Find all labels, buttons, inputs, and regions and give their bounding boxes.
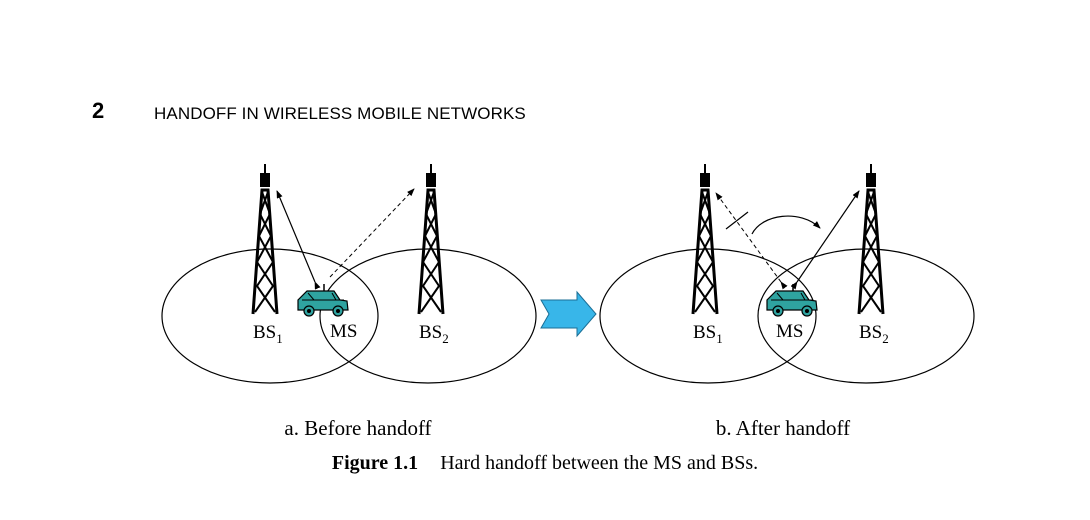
mobile-station-car-icon	[297, 283, 349, 317]
bs1-cell	[161, 248, 379, 384]
bs1-cell	[599, 248, 817, 384]
handoff-curved-arrow	[751, 215, 821, 235]
subcaption-before: a. Before handoff	[284, 416, 431, 440]
transition-arrow-icon	[540, 290, 597, 338]
bs2-cell	[319, 248, 537, 384]
bs1-dashed-link-arrow	[715, 192, 788, 290]
ms-label: MS	[776, 321, 803, 342]
figure-label: Figure 1.1	[331, 452, 419, 474]
bs2-label: BS2	[419, 322, 449, 346]
ms-label: MS	[330, 321, 357, 342]
bs2-dashed-link-arrow	[329, 188, 415, 278]
page-number: 2	[92, 98, 105, 123]
bs2-tower-icon	[857, 162, 885, 316]
figure-caption-text: Hard handoff between the MS and BSs.	[440, 452, 759, 474]
panel-after-handoff: BS1 MS BS2	[599, 162, 975, 384]
bs1-label: BS1	[253, 322, 283, 346]
bs2-tower-icon	[417, 162, 445, 316]
bs2-cell	[757, 248, 975, 384]
bs1-tower-icon	[251, 162, 279, 316]
bs2-link-arrow	[790, 190, 860, 290]
panel-before-handoff: BS1 MS BS2	[161, 162, 537, 384]
bs1-label: BS1	[693, 322, 723, 346]
bs2-label: BS2	[859, 322, 889, 346]
subcaption-after: b. After handoff	[716, 416, 850, 440]
mobile-station-car-icon	[766, 283, 818, 317]
bs1-link-arrow	[276, 190, 321, 290]
bs1-tower-icon	[691, 162, 719, 316]
running-title: HANDOFF IN WIRELESS MOBILE NETWORKS	[154, 104, 526, 123]
link-broken-cross-icon	[725, 211, 749, 230]
figure-caption: Figure 1.1 Hard handoff between the MS an…	[0, 452, 1090, 475]
